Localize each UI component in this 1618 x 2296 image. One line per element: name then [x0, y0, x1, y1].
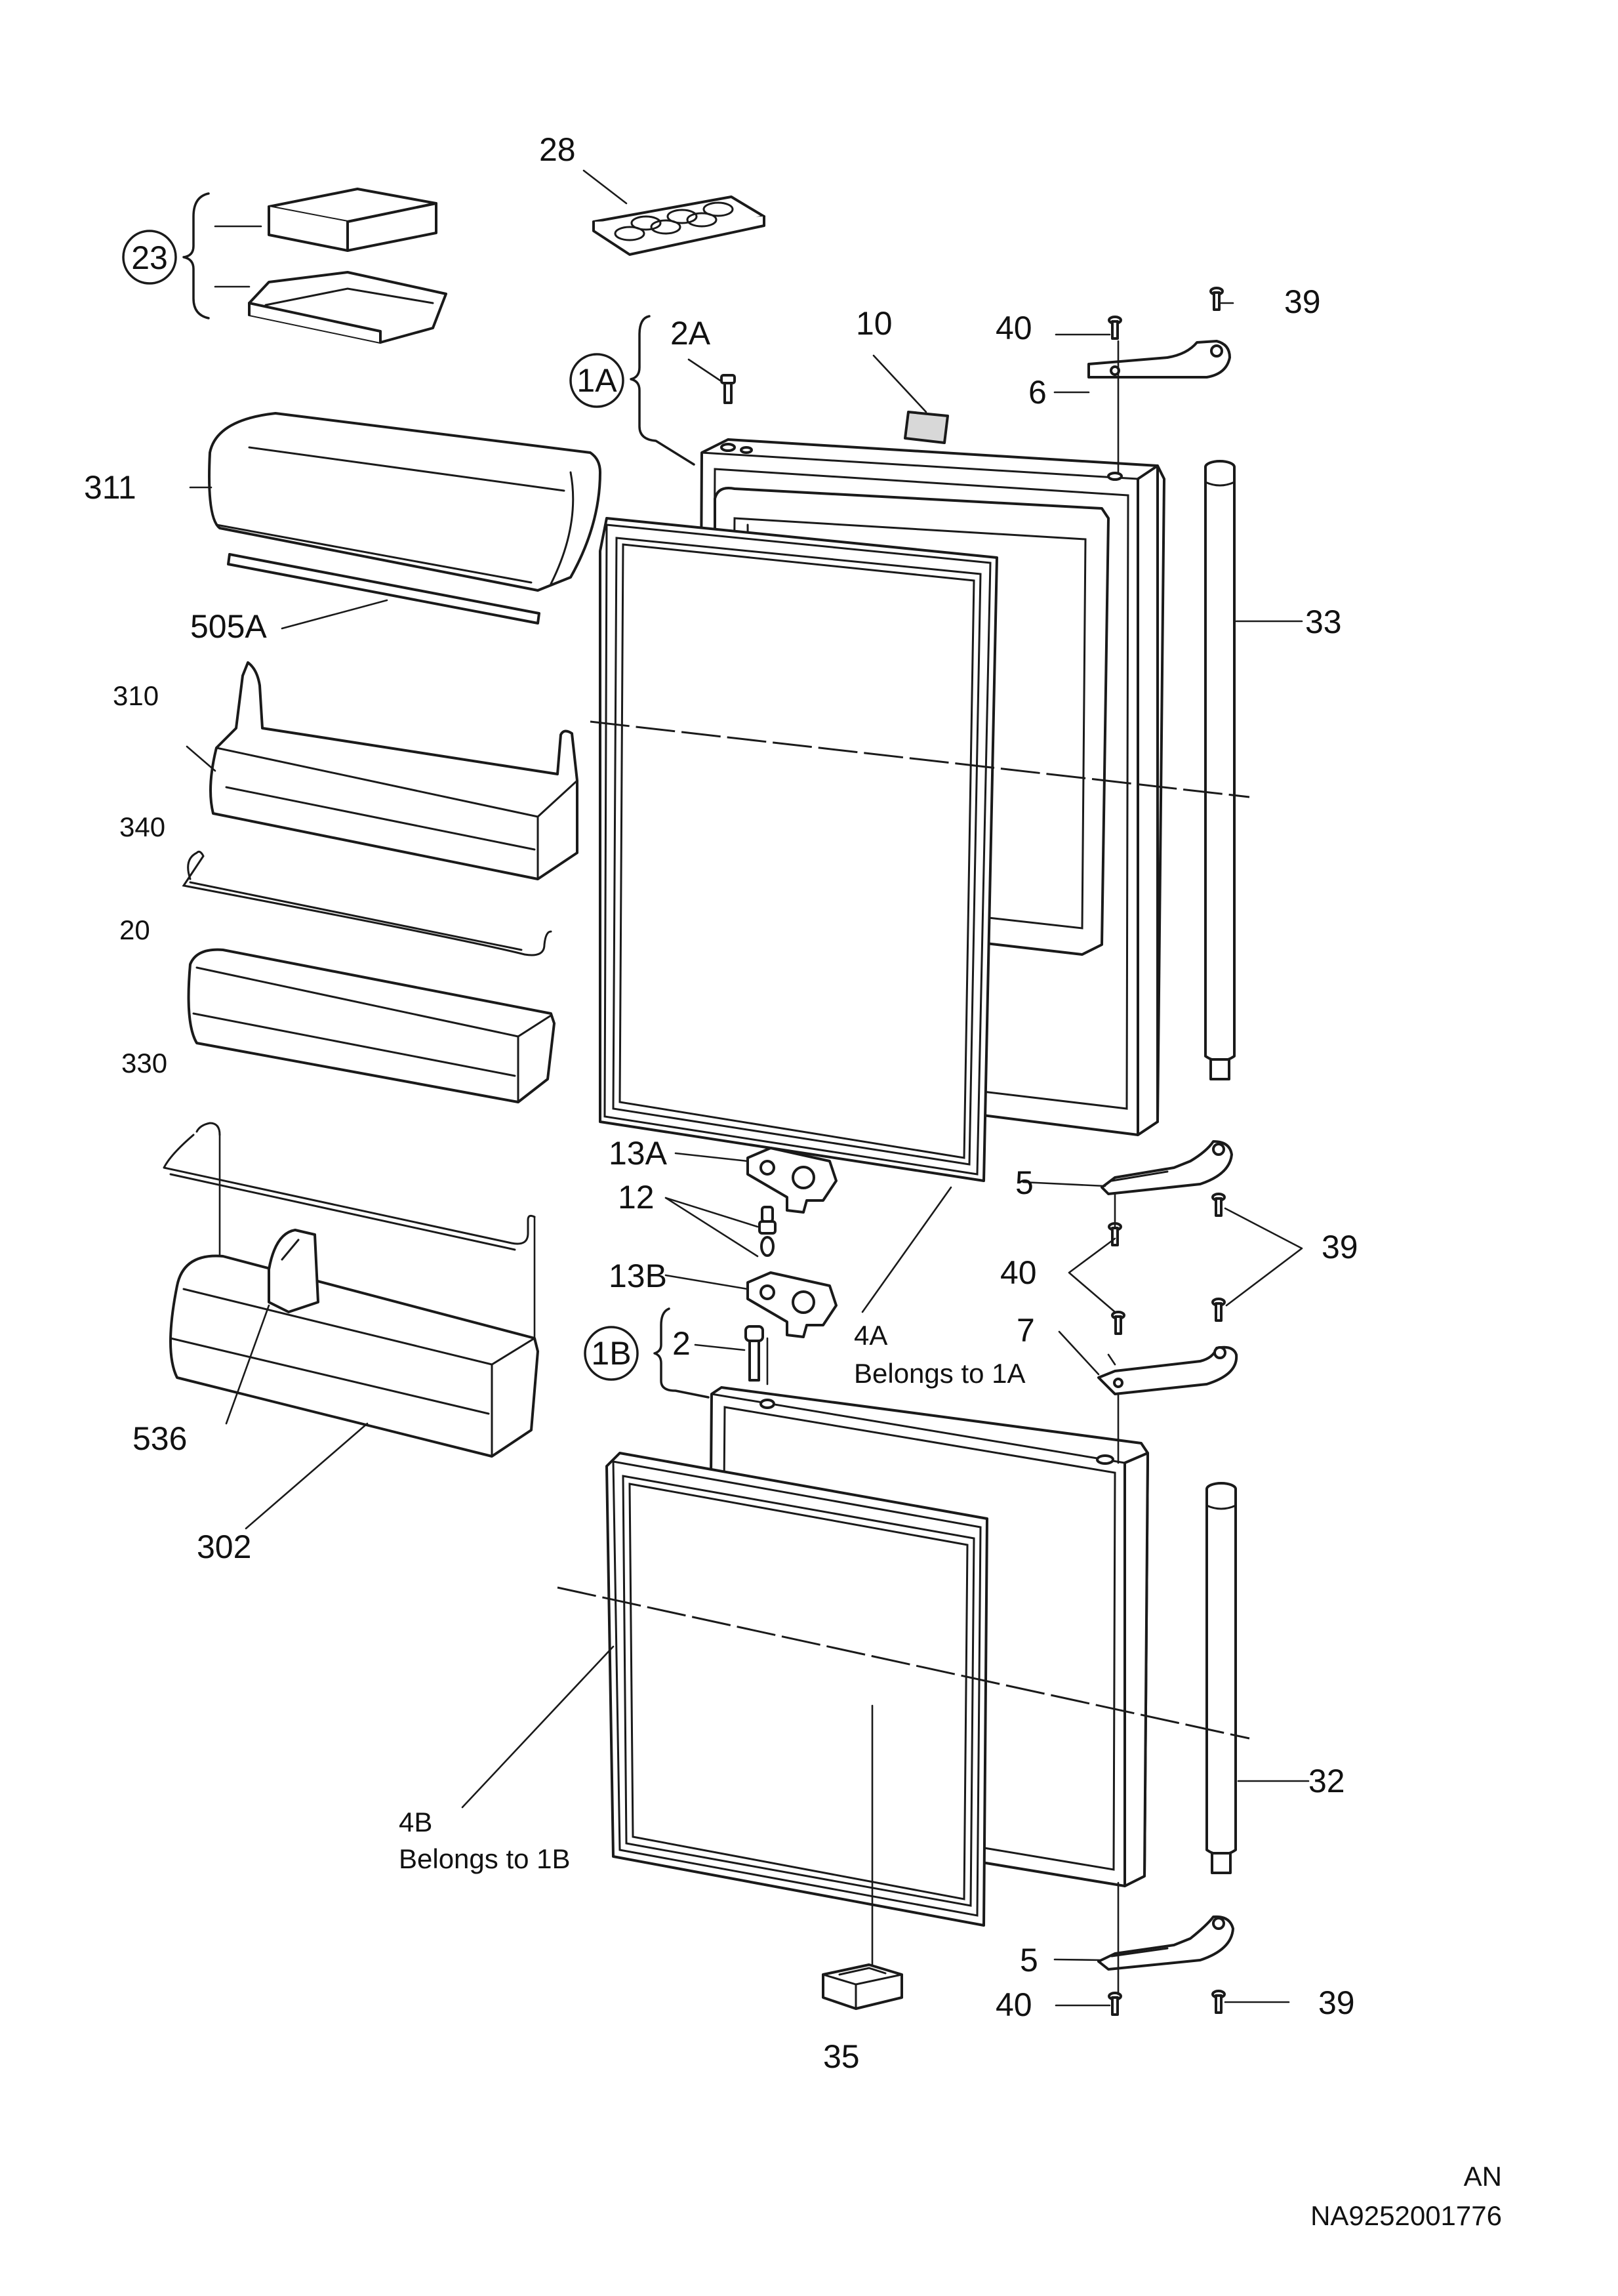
label-10: [904, 411, 949, 444]
label-505A: 505A: [190, 608, 267, 645]
gasket-4B: [605, 1452, 988, 1927]
door-shelf-20: [187, 948, 556, 1103]
label-4A: 4A: [854, 1320, 887, 1351]
label-39-top: 39: [1284, 283, 1321, 320]
label-1B: 1B: [591, 1335, 631, 1372]
hinge-13B: [746, 1271, 838, 1338]
screw-39-mid2: [1211, 1298, 1226, 1322]
screw-39-top: [1209, 287, 1224, 311]
label-5-bottom: 5: [1020, 1942, 1038, 1978]
screw-40-mid2: [1111, 1311, 1125, 1335]
wire-rail-340: [182, 850, 552, 956]
hinge-plate-5-mid: [1101, 1140, 1233, 1195]
divider-536: [268, 1229, 319, 1313]
block-35: [822, 1963, 903, 2010]
pin-tube-33: [1204, 460, 1236, 1080]
hinge-plate-6: [1087, 340, 1231, 379]
screw-2A: [720, 374, 736, 404]
label-536: 536: [132, 1420, 187, 1457]
label-302: 302: [197, 1528, 251, 1565]
brace-1B: [584, 1307, 710, 1399]
label-2A: 2A: [670, 315, 711, 352]
label-40-bottom: 40: [996, 1986, 1032, 2023]
screw-2: [744, 1325, 769, 1385]
label-4A-note: Belongs to 1A: [854, 1358, 1026, 1389]
screw-39-bottom: [1211, 1990, 1226, 2014]
label-33: 33: [1305, 604, 1342, 640]
break-line-upper: [590, 720, 1250, 798]
label-40-top: 40: [996, 310, 1032, 346]
break-line-lower: [557, 1586, 1250, 1740]
label-6: 6: [1028, 374, 1047, 411]
label-20: 20: [119, 914, 150, 945]
pin-tube-32: [1205, 1482, 1237, 1874]
label-28: 28: [539, 131, 576, 168]
label-4B-note: Belongs to 1B: [399, 1843, 571, 1874]
screw-40-bottom: [1108, 1992, 1122, 2016]
label-39-mid: 39: [1322, 1229, 1358, 1265]
label-7: 7: [1017, 1312, 1035, 1349]
label-311: 311: [84, 469, 136, 506]
label-13B: 13B: [609, 1258, 667, 1294]
label-40-mid: 40: [1000, 1254, 1037, 1291]
hinge-13A: [746, 1147, 838, 1214]
strip-505A: [227, 553, 540, 625]
gasket-4A: [599, 517, 998, 1182]
footer-code: AN: [1464, 2161, 1502, 2192]
label-2: 2: [672, 1325, 691, 1362]
door-shelf-310: [209, 661, 578, 880]
label-5-mid: 5: [1015, 1164, 1034, 1201]
brace-23: [122, 192, 262, 319]
label-35: 35: [823, 2038, 860, 2075]
label-340: 340: [119, 811, 165, 842]
label-310: 310: [113, 680, 159, 711]
brace-1A: [569, 315, 695, 466]
footer-doc-number: NA9252001776: [1310, 2200, 1502, 2231]
wire-rail-330: [163, 1122, 536, 1359]
label-13A: 13A: [609, 1135, 668, 1172]
screw-40-top: [1108, 316, 1122, 340]
label-330: 330: [121, 1048, 167, 1078]
label-12: 12: [618, 1179, 655, 1216]
label-39-bottom: 39: [1318, 1984, 1355, 2021]
egg-tray-28: [592, 195, 765, 256]
label-1A: 1A: [576, 362, 617, 399]
pin-12: [758, 1206, 777, 1257]
label-23: 23: [131, 239, 168, 276]
screw-39-mid1: [1211, 1193, 1226, 1217]
dairy-cover-311: [208, 412, 601, 592]
label-10: 10: [856, 305, 893, 342]
door-shelf-302: [169, 1254, 539, 1458]
hinge-plate-7: [1097, 1345, 1238, 1395]
label-32: 32: [1308, 1763, 1345, 1799]
hinge-plate-5-bottom: [1097, 1915, 1234, 1971]
butter-box-23: [248, 188, 447, 344]
label-4B: 4B: [399, 1807, 432, 1837]
